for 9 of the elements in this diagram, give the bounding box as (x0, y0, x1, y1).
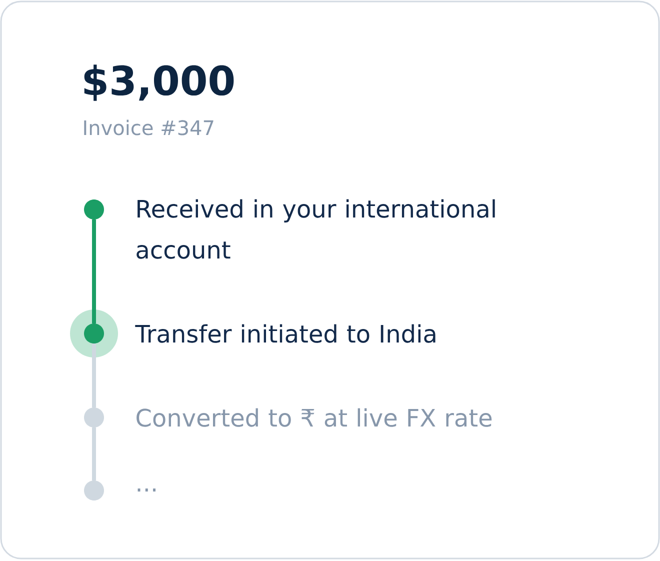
step-text: Transfer initiated to India (135, 324, 436, 343)
timeline-line (92, 428, 96, 480)
step-text: Received in your international account (136, 199, 495, 259)
step-text: ... (138, 488, 156, 492)
timeline-line (92, 220, 96, 324)
heading: $3,000 (84, 64, 234, 101)
timeline-line (92, 344, 96, 408)
subheading: Invoice #347 (84, 120, 214, 136)
step-text: Converted to ₹ at live FX rate (136, 408, 492, 427)
